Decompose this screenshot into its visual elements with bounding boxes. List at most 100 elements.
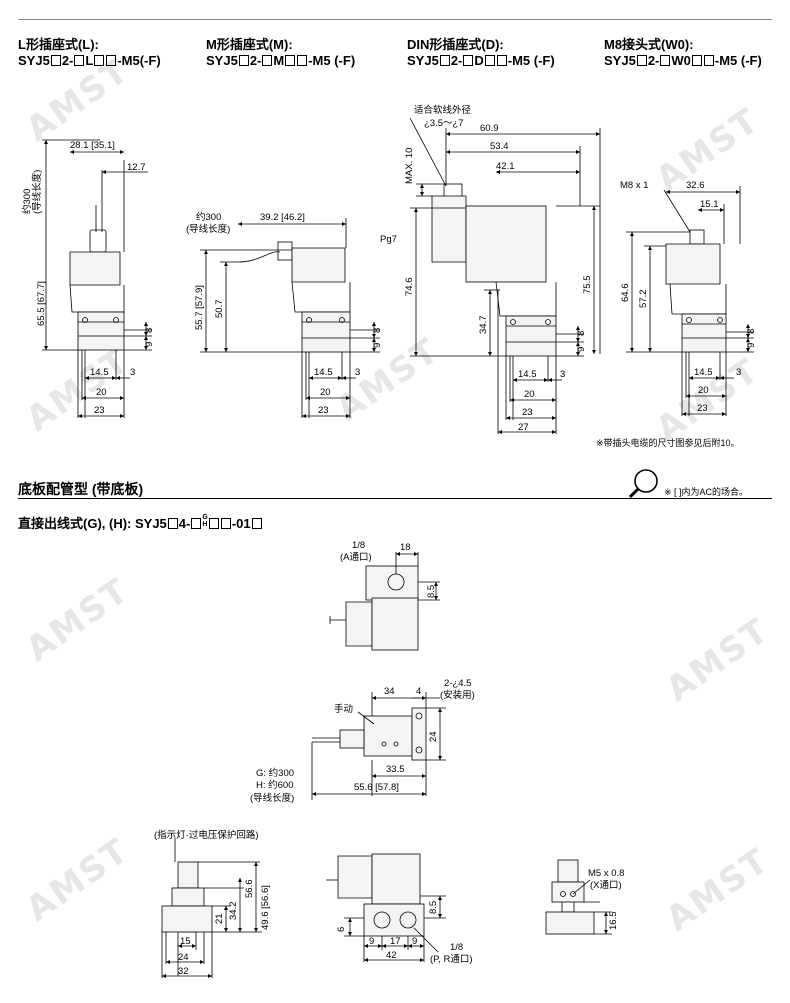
dim-l-d1: 28.1 [35.1] bbox=[70, 140, 115, 151]
dim-din-cable2: ¿3.5～¿7 bbox=[424, 118, 464, 129]
dim-bm-g: G: 约300 bbox=[256, 767, 294, 779]
dim-bbl-lamp: (指示灯·过电压保护回路) bbox=[154, 829, 259, 841]
dim-bbc-port: 1/8 bbox=[450, 942, 463, 953]
dim-din-w1: 14.5 bbox=[518, 369, 537, 380]
dim-bm-d5: 55.6 [57.8] bbox=[354, 782, 399, 793]
dim-m-w4: 23 bbox=[318, 405, 329, 416]
dim-bm-hole2: (安装用) bbox=[440, 689, 475, 701]
dim-m-w1: 14.5 bbox=[314, 367, 333, 378]
dim-bm-d2: 4 bbox=[416, 686, 421, 697]
dim-m-d1: 39.2 [46.2] bbox=[260, 212, 305, 223]
dim-bt-port: 1/8 bbox=[352, 540, 365, 551]
dim-m8-w4: 23 bbox=[697, 403, 708, 414]
dim-din-w2: 3 bbox=[560, 369, 565, 380]
dim-bbr-port: M5 x 0.8 bbox=[588, 868, 624, 879]
dim-l-b: 9 bbox=[144, 342, 155, 347]
drawing-l-type bbox=[42, 139, 152, 418]
dim-m-len: 约300 bbox=[196, 211, 221, 223]
dim-l-w1: 14.5 bbox=[90, 367, 109, 378]
dim-bm-h: H: 约600 bbox=[256, 779, 294, 791]
dim-bbl-h1: 56.6 bbox=[244, 880, 255, 899]
dim-bbc-d6: 42 bbox=[386, 950, 397, 961]
dim-din-w5: 27 bbox=[518, 422, 529, 433]
dim-bt-port2: (A通口) bbox=[340, 552, 372, 563]
dim-m8-d1: 32.6 bbox=[686, 180, 705, 191]
top-rule bbox=[18, 19, 772, 20]
cable-note: ※带插头电缆的尺寸图参见后附10。 bbox=[596, 438, 740, 448]
drawing-base-top bbox=[329, 552, 440, 651]
dim-bm-d4: 33.5 bbox=[386, 764, 405, 775]
dim-m8-b: 9 bbox=[746, 343, 757, 348]
dim-din-h1: 74.6 bbox=[404, 278, 415, 297]
dim-m8-w2: 3 bbox=[736, 367, 741, 378]
dim-bbc-d5: 9 bbox=[412, 936, 417, 947]
dim-m-w3: 20 bbox=[320, 387, 331, 398]
dim-m8-w1: 14.5 bbox=[694, 367, 713, 378]
dim-din-d3: 42.1 bbox=[496, 161, 515, 172]
dim-m-h1: 55.7 [57.9] bbox=[194, 285, 205, 330]
dim-bt-d2: 8.5 bbox=[426, 585, 437, 598]
dim-l-a: 8 bbox=[144, 328, 155, 333]
drawing-m-type bbox=[200, 218, 380, 418]
dim-bm-manual: 手动 bbox=[334, 703, 353, 715]
drawing-base-bc bbox=[326, 853, 446, 962]
dim-din-w3: 20 bbox=[524, 389, 535, 400]
dim-bbl-h4: 21 bbox=[214, 913, 225, 924]
dim-l-d2: 12.7 bbox=[127, 162, 146, 173]
dim-m-w2: 3 bbox=[355, 367, 360, 378]
dim-bbl-w2: 24 bbox=[178, 952, 189, 963]
drawing-m8-type bbox=[626, 186, 754, 416]
dim-din-max: MAX. 10 bbox=[404, 148, 415, 184]
section-title: 底板配管型 (带底板) bbox=[18, 481, 144, 497]
dim-bm-d1: 34 bbox=[384, 686, 395, 697]
dim-din-d2: 53.4 bbox=[490, 141, 509, 152]
dim-din-h3: 75.5 bbox=[582, 276, 593, 295]
dim-l-len2: (导线长度) bbox=[31, 170, 43, 214]
dim-din-h2: 34.7 bbox=[478, 316, 489, 335]
dim-din-pg: Pg7 bbox=[380, 234, 397, 245]
dim-din-d1: 60.9 bbox=[480, 123, 499, 134]
dim-m-h2: 50.7 bbox=[214, 300, 225, 319]
drawing-base-br bbox=[545, 859, 612, 935]
dim-m8-d2: 15.1 bbox=[700, 199, 719, 210]
dim-bbc-d3: 9 bbox=[369, 936, 374, 947]
dim-m8-h1: 64.6 bbox=[620, 284, 631, 303]
dim-bt-d1: 18 bbox=[400, 542, 411, 553]
dim-din-b: 9 bbox=[576, 347, 587, 352]
dim-m-b: 9 bbox=[372, 343, 383, 348]
dim-bm-hole: 2-¿4.5 bbox=[444, 678, 471, 689]
dim-din-a: 8 bbox=[576, 331, 587, 336]
drawing-base-mid bbox=[311, 692, 446, 800]
dim-m8-h2: 57.2 bbox=[638, 290, 649, 309]
dim-bbc-d2: 6 bbox=[336, 927, 347, 932]
dim-m8-conn: M8 x 1 bbox=[620, 180, 649, 191]
dim-m-len2: (导线长度) bbox=[186, 223, 230, 235]
dim-bbr-port2: (X通口) bbox=[590, 880, 622, 891]
dim-bbr-d1: 16.5 bbox=[608, 912, 619, 931]
dim-l-h: 65.5 [67.7] bbox=[36, 281, 47, 326]
dim-m8-a: 8 bbox=[746, 329, 757, 334]
dim-bbl-h2: 34.2 bbox=[228, 902, 239, 921]
dim-din-cable: 适合软线外径 bbox=[414, 104, 472, 116]
dim-din-w4: 23 bbox=[522, 407, 533, 418]
dim-bbc-d1: 8.5 bbox=[428, 901, 439, 914]
dim-l-w2: 3 bbox=[130, 367, 135, 378]
dim-bm-d3: 24 bbox=[428, 731, 439, 742]
dim-l-len: 约300 bbox=[21, 189, 33, 214]
dim-bbc-port2: (P, R通口) bbox=[430, 954, 473, 965]
dim-m8-w3: 20 bbox=[698, 385, 709, 396]
drawing-base-bl bbox=[161, 838, 262, 978]
section-rule bbox=[18, 498, 772, 499]
dim-bbc-d4: 17 bbox=[390, 936, 401, 947]
ac-note: ※ [ ]内为AC的场合。 bbox=[664, 487, 749, 497]
dim-m-a: 8 bbox=[372, 328, 383, 333]
dim-l-w4: 23 bbox=[94, 405, 105, 416]
dim-bbl-w3: 32 bbox=[178, 966, 189, 977]
dim-bbl-w1: 15 bbox=[180, 936, 191, 947]
